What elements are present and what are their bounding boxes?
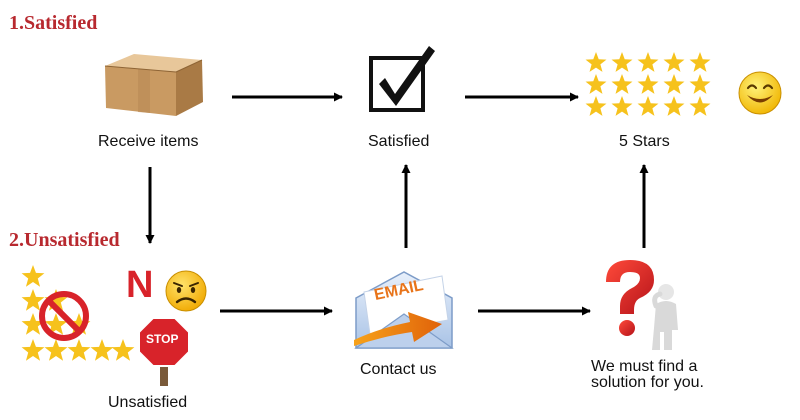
star-icon xyxy=(21,289,45,311)
star-icon xyxy=(637,74,659,94)
star-icon xyxy=(111,339,135,361)
star-icon xyxy=(21,339,45,361)
star-icon xyxy=(689,96,711,116)
star-icon xyxy=(21,313,45,335)
sad-face-icon xyxy=(165,270,207,312)
node-label-satisfied: Satisfied xyxy=(368,133,430,150)
smiley-face-icon xyxy=(738,71,782,115)
section-heading-satisfied: 1.Satisfied xyxy=(9,12,98,34)
prohibited-stars-icon xyxy=(21,265,135,361)
star-icon xyxy=(689,74,711,94)
star-icon xyxy=(663,74,685,94)
star-icon xyxy=(67,339,91,361)
node-label-5-stars: 5 Stars xyxy=(619,133,670,150)
node-label-solution: We must find a solution for you. xyxy=(591,358,704,391)
star-icon xyxy=(67,313,91,335)
star-grid-icon xyxy=(585,52,711,116)
prohibit-ring xyxy=(39,291,89,341)
email-envelope-icon xyxy=(354,271,454,349)
star-icon xyxy=(44,313,68,335)
star-icon xyxy=(611,52,633,72)
star-icon xyxy=(689,52,711,72)
node-label-unsatisfied: Unsatisfied xyxy=(108,394,188,411)
prohibit-slash xyxy=(46,298,82,334)
star-icon xyxy=(611,74,633,94)
question-mark-person-icon xyxy=(606,260,678,350)
cardboard-box-icon xyxy=(104,54,203,116)
star-icon xyxy=(663,52,685,72)
star-icon xyxy=(637,52,659,72)
star-icon xyxy=(663,96,685,116)
star-icon xyxy=(637,96,659,116)
star-icon xyxy=(90,339,114,361)
checkbox-checked-icon xyxy=(369,46,435,112)
node-label-receive-items: Receive items xyxy=(98,133,199,150)
star-icon xyxy=(585,74,607,94)
star-icon xyxy=(44,339,68,361)
star-icon xyxy=(44,289,68,311)
no-letter: N xyxy=(126,264,154,306)
stop-sign-icon xyxy=(138,317,190,386)
star-icon xyxy=(585,52,607,72)
node-label-contact-us: Contact us xyxy=(360,361,437,378)
star-icon xyxy=(585,96,607,116)
star-icon xyxy=(611,96,633,116)
section-heading-unsatisfied: 2.Unsatisfied xyxy=(9,229,120,251)
stop-sign-label: STOP xyxy=(146,332,179,346)
star-icon xyxy=(21,265,45,287)
